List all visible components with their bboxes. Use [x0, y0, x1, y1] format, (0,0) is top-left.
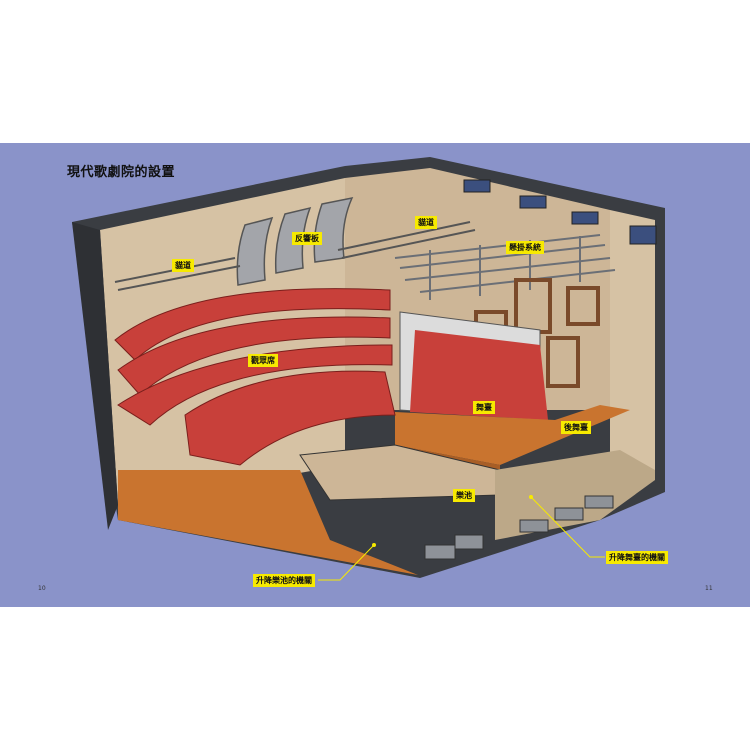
- leader-dot-stage: [529, 495, 533, 499]
- acoustic-reflectors: [236, 196, 354, 286]
- page-number-left: 10: [38, 585, 46, 592]
- label-stage-lift: 升降舞臺的機關: [606, 551, 668, 564]
- windows: [463, 179, 657, 245]
- label-catwalk-right: 貓道: [415, 216, 437, 229]
- understage: [495, 450, 655, 540]
- page-number-right: 11: [705, 585, 713, 592]
- label-pit-lift: 升降樂池的機關: [253, 574, 315, 587]
- stage-floor: [395, 405, 630, 465]
- label-fly-system: 懸掛系統: [506, 241, 544, 254]
- label-backstage: 後舞臺: [561, 421, 591, 434]
- lift-machinery: [424, 495, 614, 560]
- label-stage: 舞臺: [473, 401, 495, 414]
- auditorium-seats: [114, 288, 396, 466]
- label-catwalk-left: 貓道: [172, 259, 194, 272]
- auditorium-floor: [118, 470, 418, 575]
- page-title: 現代歌劇院的設置: [67, 165, 176, 180]
- side-wall: [72, 222, 118, 530]
- right-rooms-wall: [610, 210, 655, 490]
- label-orchestra-pit: 樂池: [453, 489, 475, 502]
- fly-system-truss: [394, 234, 616, 300]
- label-auditorium: 觀眾席: [248, 354, 278, 367]
- leader-lines: [318, 496, 605, 581]
- leader-dot-pit: [372, 543, 376, 547]
- label-reflector: 反響板: [292, 232, 322, 245]
- curtain: [410, 330, 548, 420]
